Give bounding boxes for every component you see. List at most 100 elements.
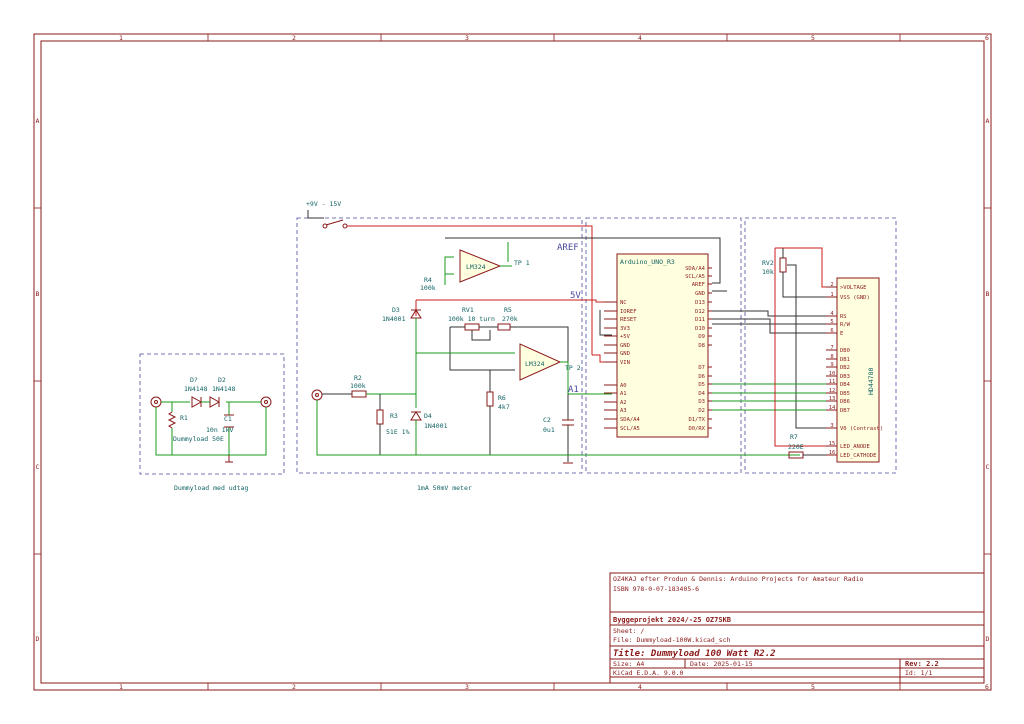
col-label-top: 2 [292, 34, 296, 42]
arduino-pin-label: VIN [620, 360, 630, 366]
tb-size: Size: A4 [613, 660, 644, 668]
svg-text:10n 1kV: 10n 1kV [206, 426, 233, 434]
arduino-right-pins: SDA/A4SCL/A5AREFGNDD13D12D11D10D9D8D7D6D… [685, 266, 712, 432]
arduino-pin-label: RESET [620, 317, 637, 323]
svg-text:R5: R5 [504, 306, 512, 314]
svg-text:100k: 100k [420, 284, 436, 292]
output-connector-right-core [264, 400, 268, 404]
arduino-pin-label: IOREF [620, 309, 637, 315]
svg-text:C1: C1 [224, 415, 232, 423]
d4-diode [410, 411, 422, 421]
r1-resistor [167, 411, 177, 429]
row-label-left: A [36, 117, 40, 125]
tb-title: Title: Dummyload 100 Watt R2.2 [613, 648, 776, 659]
lcd-pin-label: V0 (Contrast) [840, 426, 883, 432]
svg-text:R7: R7 [790, 433, 798, 441]
arduino-pin-label: GND [620, 351, 630, 357]
col-label-top: 1 [119, 34, 123, 42]
col-label-bottom: 6 [985, 683, 989, 691]
lcd-pin-label: LED_CATHODE [840, 453, 876, 459]
output-connector-right [260, 396, 272, 408]
svg-text:Dummyload 50E: Dummyload 50E [173, 435, 224, 443]
lcd-pin-label: VSS (GND) [840, 295, 870, 301]
lcd-pin-label: DB2 [840, 365, 850, 371]
dummyload-block-label: Dummyload med udtag [174, 484, 248, 492]
arduino-pin-label: D3 [698, 399, 705, 405]
tb-project: Byggeprojekt 2024/-25 OZ7SKB [613, 616, 731, 624]
meter-block [296, 217, 583, 474]
arduino-pin-label: D2 [698, 408, 705, 414]
tb-id: Id: 1/1 [905, 669, 932, 677]
rv2-potentiometer[interactable] [779, 257, 787, 273]
input-connector-left-core [154, 400, 158, 404]
svg-text:R6: R6 [498, 394, 506, 402]
dummyload-block [139, 353, 285, 475]
arduino-body [616, 253, 709, 438]
col-label-bottom: 3 [465, 683, 469, 691]
arduino-pin-label: AREF [692, 282, 705, 288]
arduino-pin-label: D6 [698, 374, 705, 380]
lcd-pin-label: DB4 [840, 382, 851, 388]
arduino-title: Arduino_UNO_R3 [620, 258, 675, 266]
arduino-pin-label: D1/TX [688, 417, 705, 423]
svg-text:R3: R3 [390, 412, 398, 420]
lcd-pin-number: 9 [830, 362, 833, 368]
r6-resistor [486, 391, 494, 407]
svg-text:R2: R2 [354, 374, 362, 382]
arduino-pin-label: D4 [698, 391, 705, 397]
drawing-frame: 1 2 3 4 5 6 1 2 3 4 5 6 A B C D A B C D [33, 33, 992, 691]
supply-label: +9V - 15V [306, 200, 341, 208]
lcd-pin-number: 11 [829, 379, 836, 385]
svg-text:D?: D? [190, 376, 198, 384]
svg-text:RV2: RV2 [762, 259, 774, 267]
arduino-pin-label: A2 [620, 400, 627, 406]
lcd-pin-label: DB3 [840, 374, 850, 380]
arduino-pin-label: SCL/A5 [685, 274, 705, 280]
r2-resistor [351, 390, 367, 398]
row-label-left: D [36, 635, 40, 643]
lcd-pin-label: RS [840, 314, 847, 320]
lcd-pin-number: 12 [829, 388, 836, 394]
row-label-left: B [36, 290, 40, 298]
row-label-right: C [986, 463, 990, 471]
lcd-pin-number: 13 [829, 396, 836, 402]
lcd-pin-number: 1 [830, 292, 833, 298]
lcd-pin-label: E [840, 331, 843, 337]
meter-input-connector [311, 389, 323, 401]
power-switch[interactable] [322, 223, 328, 229]
svg-text:LM324: LM324 [466, 263, 486, 271]
title-block: OZ4KAJ efter Produn & Dennis: Arduino Pr… [609, 572, 985, 684]
tb-file: File: Dummyload-100W.kicad_sch [613, 636, 730, 644]
svg-text:D3: D3 [392, 306, 400, 314]
tb-comment2: ISBN 978-0-07-183405-6 [613, 585, 699, 593]
svg-text:1N4148: 1N4148 [184, 385, 208, 393]
arduino-pin-label: A3 [620, 408, 627, 414]
r5-resistor [497, 323, 511, 331]
lcd-pin-label: LED_ANODE [840, 444, 870, 450]
tb-date: Date: 2025-01-15 [690, 660, 753, 668]
arduino-pin-label: D5 [698, 382, 705, 388]
lcd-pin-number: 2 [830, 282, 833, 288]
dummyload-circuit: D? D2 1N4148 1N4148 R1 Dummyload 50E C1 … [150, 376, 272, 463]
col-label-top: 3 [465, 34, 469, 42]
arduino-uno: Arduino_UNO_R3 NCIOREFRESET3V3+5VGNDGNDV… [599, 253, 727, 438]
lm324-top [459, 249, 502, 283]
col-label-top: 5 [811, 34, 815, 42]
lcd-pin-label: R/W [840, 322, 851, 328]
lcd-pin-label: DB7 [840, 408, 850, 414]
a1-label: A1 [568, 385, 579, 395]
lcd-pin-number: 10 [829, 371, 836, 377]
row-label-right: D [986, 635, 990, 643]
svg-text:1N4148: 1N4148 [212, 385, 236, 393]
rv1-potentiometer[interactable] [464, 323, 480, 331]
d2-diode [209, 396, 221, 408]
arduino-pin-label: A1 [620, 391, 627, 397]
lcd-pin-label: DB5 [840, 391, 850, 397]
arduino-pin-label: D10 [695, 326, 705, 332]
svg-text:4k7: 4k7 [498, 403, 510, 411]
arduino-left-pins: NCIOREFRESET3V3+5VGNDGNDVINA0A1A2A3SDA/A… [604, 300, 641, 432]
svg-text:D2: D2 [218, 376, 226, 384]
svg-text:C2: C2 [543, 416, 551, 424]
svg-text:R4: R4 [424, 276, 432, 284]
